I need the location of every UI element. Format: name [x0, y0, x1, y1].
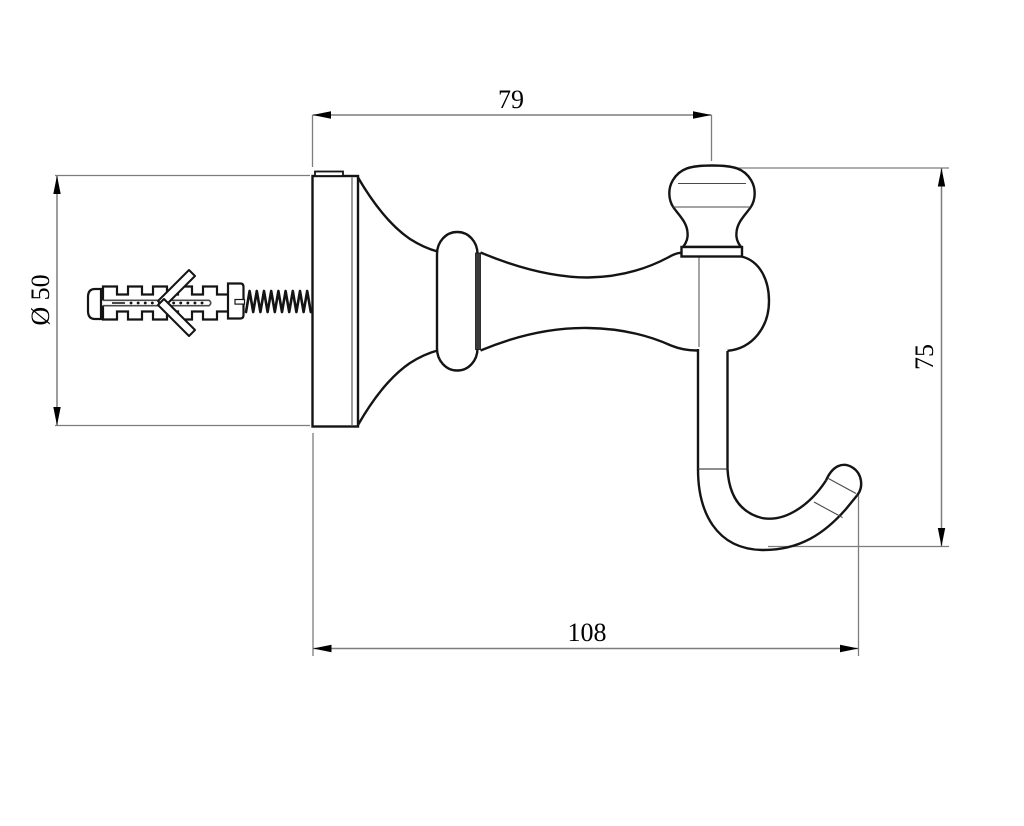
knob-base-collar	[680, 245, 744, 258]
arrowhead-left	[313, 644, 332, 653]
bell-bottom-curve	[356, 349, 438, 426]
wall-plate	[311, 170, 360, 428]
wall-plate-lip	[314, 170, 344, 177]
hook-outer-curve	[696, 468, 858, 552]
dimension-right-height: 75	[723, 167, 949, 548]
knob-finial	[668, 164, 756, 249]
screw	[244, 289, 313, 314]
dimension-label-79: 79	[498, 85, 524, 114]
hook-tip-cap	[824, 463, 863, 497]
arm-bottom-curve	[480, 326, 698, 352]
dimension-label-diameter-50: Ø 50	[26, 274, 55, 325]
arrowhead-top	[53, 175, 61, 194]
bell-top-curve	[356, 176, 438, 253]
screw-thread	[244, 289, 313, 314]
arrowhead-bottom	[53, 407, 61, 426]
dimension-label-75: 75	[910, 344, 939, 370]
hook-body	[356, 164, 863, 552]
hook-inner-curve	[726, 468, 828, 520]
arrowhead-right	[693, 111, 712, 119]
plug-slot	[103, 299, 212, 307]
hook-tip-hatch-2	[813, 501, 843, 518]
plug-ribs-top	[101, 285, 228, 301]
collar-shade-band	[475, 252, 481, 350]
head-ball-outline	[727, 255, 771, 352]
wall-plug	[86, 269, 246, 337]
dimension-top-width: 79	[311, 85, 713, 167]
dimension-plate-diameter: Ø 50	[26, 174, 310, 427]
arrowhead-bottom	[937, 528, 946, 547]
arrowhead-right	[840, 644, 859, 653]
plug-tip-cap	[86, 287, 103, 321]
dimension-label-108: 108	[568, 618, 607, 647]
wall-plate-body	[311, 174, 360, 428]
plug-collar-notch	[234, 298, 246, 305]
dimension-bottom-width: 108	[312, 433, 860, 656]
arrowhead-left	[312, 111, 331, 119]
plug-fin-bottom	[157, 298, 196, 337]
hook-tip-hatch-1	[827, 477, 857, 494]
arm-top-curve	[480, 251, 685, 279]
collar-ring	[435, 230, 479, 372]
plug-ribs-bottom	[101, 305, 228, 321]
arrowhead-top	[937, 168, 946, 187]
